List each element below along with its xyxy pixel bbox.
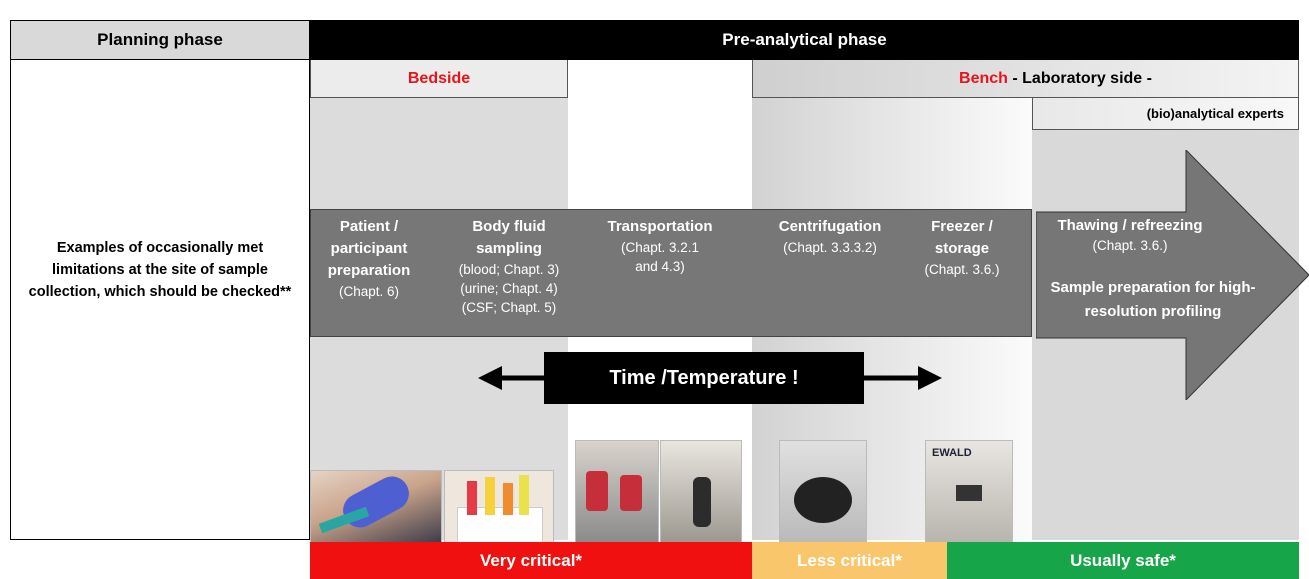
step-chapter: (Chapt. 3.6.) (1092, 238, 1168, 253)
sample-preparation-label: Sample preparation for high-resolution p… (1050, 279, 1256, 320)
bedside-label: Bedside (310, 60, 568, 98)
step-freezer-storage: Freezer / storage (Chapt. 3.6.) (909, 216, 1015, 279)
step-title: Freezer / storage (931, 218, 993, 257)
transport-container-photo (575, 440, 659, 544)
criticality-less-critical: Less critical* (752, 542, 947, 579)
step-title: Thawing / refreezing (1057, 217, 1203, 234)
criticality-very-critical: Very critical* (310, 542, 752, 579)
step-patient-preparation: Patient / participant preparation (Chapt… (317, 216, 421, 301)
step-body-fluid-sampling: Body fluid sampling (blood; Chapt. 3) (u… (445, 216, 573, 317)
step-centrifugation: Centrifugation (Chapt. 3.3.3.2) (755, 216, 905, 257)
step-chapter: (blood; Chapt. 3) (urine; Chapt. 4) (CSF… (458, 262, 560, 315)
planning-phase-header: Planning phase (10, 20, 310, 60)
centrifuge-photo (779, 440, 867, 544)
blood-draw-photo (310, 470, 442, 544)
process-steps-bar: Patient / participant preparation (Chapt… (310, 209, 1032, 337)
step-chapter: (Chapt. 6) (338, 284, 400, 299)
bench-label-rest: - Laboratory side - (1007, 69, 1152, 87)
criticality-usually-safe: Usually safe* (947, 542, 1299, 579)
time-temperature-label: Time /Temperature ! (544, 352, 864, 404)
freezer-photo: EWALD (925, 440, 1013, 544)
step-chapter: (Chapt. 3.2.1 and 4.3) (620, 240, 700, 274)
time-temperature-arrow: Time /Temperature ! (478, 352, 942, 404)
freezer-brand-label: EWALD (932, 447, 972, 459)
limitations-note: Examples of occasionally met limitations… (28, 239, 292, 300)
step-title: Body fluid sampling (472, 218, 546, 257)
step-title: Patient / participant preparation (327, 218, 411, 279)
step-title: Centrifugation (778, 218, 882, 235)
bench-label: Bench - Laboratory side - (752, 60, 1299, 98)
pre-analytical-phase-header: Pre-analytical phase (310, 20, 1299, 60)
transport-corridor-photo (660, 440, 742, 544)
step-thawing: Thawing / refreezing (Chapt. 3.6.) (1040, 216, 1220, 256)
planning-phase-column: Examples of occasionally met limitations… (10, 60, 310, 540)
step-transportation: Transportation (Chapt. 3.2.1 and 4.3) (587, 216, 733, 276)
step-chapter: (Chapt. 3.3.3.2) (783, 240, 877, 255)
bench-label-red: Bench (959, 69, 1008, 87)
process-arrow-icon (1036, 150, 1309, 400)
step-title: Transportation (607, 218, 713, 235)
bioanalytical-experts-label: (bio)analytical experts (1032, 98, 1299, 130)
step-chapter: (Chapt. 3.6.) (924, 262, 1000, 277)
urine-tubes-photo (444, 470, 554, 544)
